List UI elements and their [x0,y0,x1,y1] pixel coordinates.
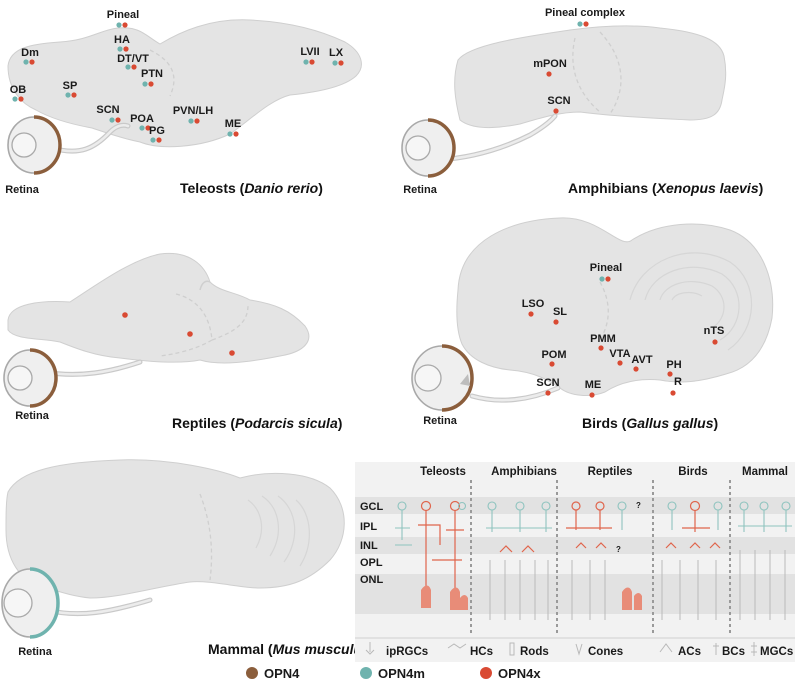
cell-type-legend: ipRGCs HCs Rods Cones ACs BCs MGCs [365,642,793,658]
legend-opn4: OPN4 [264,666,300,680]
reptiles-panel: Retina Reptiles (Podarcis sicula) [3,252,342,431]
ct-rods: Rods [520,646,549,658]
reptile-retina-cells: ? ? [566,501,642,620]
ct-bcs: BCs [722,646,745,658]
legend-opn4m-swatch [360,667,372,679]
amphibian-title: Amphibians (Xenopus laevis) [568,180,763,196]
iprgc-icon [365,642,375,655]
teleost-retina-label: Retina [5,184,40,196]
reptile-retina-label: Retina [15,410,50,422]
col-teleosts: Teleosts [420,466,466,478]
label-pvn-lh: PVN/LH [173,105,213,117]
ct-mgcs: MGCs [760,646,793,658]
teleost-retina-cells [395,500,468,610]
cone-icon [575,643,583,656]
bird-retina-cells [661,500,723,620]
teleost-retina-opn4 [33,115,62,175]
label-ptn: PTN [141,68,163,80]
teleosts-panel: Pineal Dm HA DT/VT PTN LVII LX OB SP SCN… [5,9,362,196]
bc-icon [713,643,719,655]
label-sp: SP [63,80,78,92]
teleost-title: Teleosts (Danio rerio) [180,180,323,196]
ac-icon [659,643,673,653]
mammal-panel: Retina Mammal (Mus musculus) [1,459,375,658]
col-birds: Birds [678,466,707,478]
rod-icon [509,642,515,656]
label-pineal-complex: Pineal complex [545,7,626,19]
label-lvii: LVII [300,46,319,58]
label-avt: AVT [631,354,652,366]
label-lx: LX [329,47,344,59]
bird-retina-label: Retina [423,415,458,427]
label-lso: LSO [522,298,545,310]
mgc-icon [751,642,757,656]
col-reptiles: Reptiles [588,466,633,478]
label-dm: Dm [21,47,39,59]
ct-hcs: HCs [470,646,493,658]
layer-onl: ONL [360,574,384,586]
label-mpon: mPON [533,58,567,70]
mammal-retina-cells [738,501,792,620]
layer-ipl: IPL [360,521,377,533]
reptile-brain [7,252,310,364]
amphibians-panel: Pineal complex mPON SCN Retina Amphibian… [401,7,763,196]
label-sl: SL [553,306,567,318]
mammal-retina-opn4m [29,567,60,639]
layer-inl: INL [360,540,378,552]
amphibian-retina-opn4 [427,118,456,178]
label-pom: POM [541,349,566,361]
legend-opn4x-swatch [480,667,492,679]
label-ob: OB [10,84,27,96]
mammal-brain [5,459,345,599]
mammal-retina-label: Retina [18,646,53,658]
ct-iprgcs: ipRGCs [386,646,428,658]
label-poa: POA [130,113,154,125]
retina-comparison-table: Teleosts Amphibians Reptiles Birds Mamma… [355,462,795,662]
bird-retina-opn4 [441,344,474,412]
label-scn: SCN [96,104,119,116]
label-pineal: Pineal [107,9,139,21]
label-bird-scn: SCN [536,377,559,389]
legend-opn4x: OPN4x [498,666,541,680]
legend-opn4-swatch [246,667,258,679]
label-pg: PG [149,125,165,137]
label-bird-pineal: Pineal [590,262,622,274]
birds-panel: Pineal LSO SL PMM VTA AVT nTS POM PH R S… [411,217,774,431]
label-amph-scn: SCN [547,95,570,107]
reptile-inl-question: ? [616,545,621,554]
col-mammal: Mammal [742,466,788,478]
label-r: R [674,376,682,388]
label-me: ME [225,118,242,130]
teleost-brain [7,19,362,148]
ct-cones: Cones [588,646,623,658]
amphibian-retina-label: Retina [403,184,438,196]
label-dt-vt: DT/VT [117,53,149,65]
ct-acs: ACs [678,646,701,658]
label-ha: HA [114,34,130,46]
label-vta: VTA [609,348,630,360]
mammal-title: Mammal (Mus musculus) [208,641,375,657]
label-nts: nTS [704,325,725,337]
reptile-gcl-question: ? [636,501,641,510]
legend-opn4m: OPN4m [378,666,425,680]
hc-icon [447,643,467,649]
layer-opl: OPL [360,557,383,569]
amphibian-brain [454,25,727,128]
label-ph: PH [666,359,681,371]
reptile-retina-opn4 [29,348,58,408]
reptile-title: Reptiles (Podarcis sicula) [172,415,342,431]
amphibian-retina-cells [486,501,552,620]
label-pmm: PMM [590,333,616,345]
layer-gcl: GCL [360,501,384,513]
legend: OPN4 OPN4m OPN4x [246,666,541,680]
label-bird-me: ME [585,379,602,391]
bird-brain [456,217,774,396]
bird-title: Birds (Gallus gallus) [582,415,718,431]
col-amphibians: Amphibians [491,466,557,478]
table-background [355,462,795,662]
